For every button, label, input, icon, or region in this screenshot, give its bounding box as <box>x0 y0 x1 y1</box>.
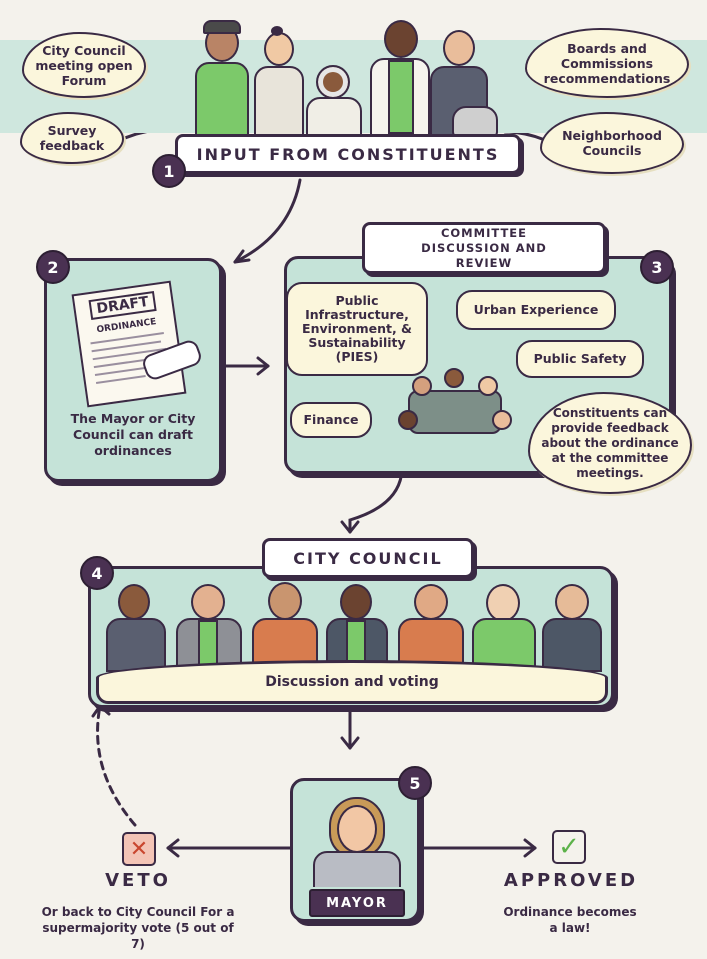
source-city-council-forum: City Council meeting open Forum <box>22 32 146 98</box>
constituent-feedback-note: Constituents can provide feedback about … <box>528 392 692 494</box>
step2-caption: The Mayor or City Council can draft ordi… <box>70 411 196 458</box>
committee-finance: Finance <box>290 402 372 438</box>
step2-panel: DRAFT ORDINANCE The Mayor or City Counci… <box>44 258 222 482</box>
step5-panel: MAYOR <box>290 778 420 922</box>
arrow-1-to-2 <box>233 178 302 264</box>
step1-banner: INPUT FROM CONSTITUENTS <box>175 134 521 174</box>
committee-urban-experience: Urban Experience <box>456 290 616 330</box>
arrow-3-to-4 <box>348 468 404 534</box>
approved-label: APPROVED <box>503 870 639 891</box>
source-boards-commissions: Boards and Commissions recommendations <box>525 28 689 98</box>
mayor-portrait <box>309 791 401 887</box>
arrow-veto-back <box>96 704 137 827</box>
step2-badge: 2 <box>36 250 70 284</box>
step4-caption: Discussion and voting <box>265 674 439 690</box>
source-survey-feedback: Survey feedback <box>20 112 124 164</box>
council-members-illustration <box>100 578 602 672</box>
constituents-illustration <box>190 18 510 140</box>
approved-note: Ordinance becomes a law! <box>503 905 637 935</box>
step3-banner: COMMITTEE DISCUSSION AND REVIEW <box>362 222 606 274</box>
source-neighborhood-councils: Neighborhood Councils <box>540 112 684 174</box>
step1-badge: 1 <box>152 154 186 188</box>
committee-pies: Public Infrastructure, Environment, & Su… <box>286 282 428 376</box>
approved-check-icon: ✓ <box>552 830 586 864</box>
veto-label: VETO <box>105 870 171 891</box>
mayor-label-plate: MAYOR <box>309 889 405 917</box>
veto-note: Or back to City Council For a supermajor… <box>41 905 235 951</box>
draft-ordinance-document: DRAFT ORDINANCE <box>71 280 187 408</box>
step5-badge: 5 <box>398 766 432 800</box>
step4-badge: 4 <box>80 556 114 590</box>
council-table: Discussion and voting <box>96 660 608 704</box>
draft-title: DRAFT <box>88 291 157 321</box>
step3-badge: 3 <box>640 250 674 284</box>
veto-x-icon: ✕ <box>122 832 156 866</box>
step4-banner: CITY COUNCIL <box>262 538 474 578</box>
committee-public-safety: Public Safety <box>516 340 644 378</box>
committee-table-illustration <box>398 368 512 442</box>
